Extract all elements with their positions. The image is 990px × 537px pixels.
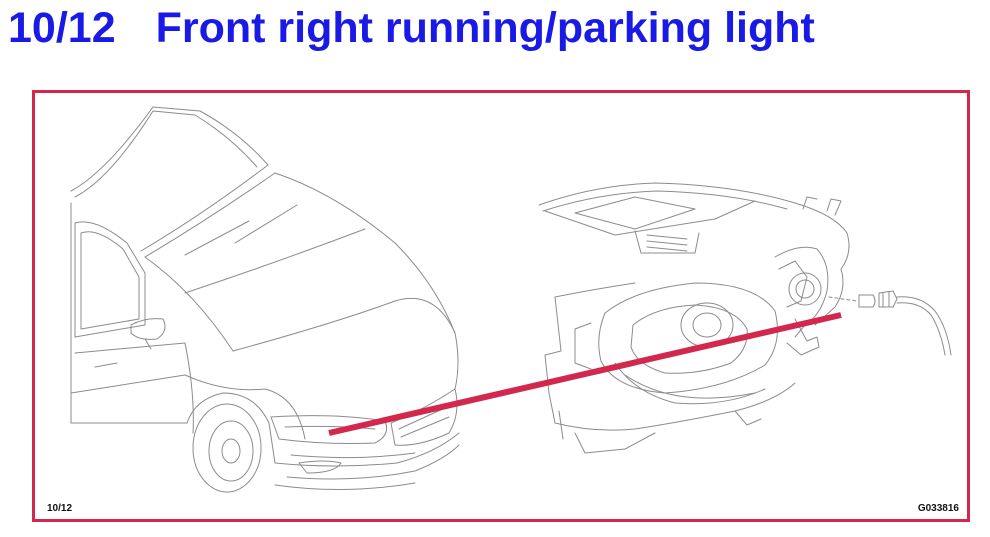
figure-step-label: 10/12: [47, 503, 73, 514]
page-title: 10/12 Front right running/parking light: [8, 2, 815, 54]
headlamp-assembly-illustration: [538, 182, 952, 454]
figure-id-label: G033816: [917, 503, 959, 514]
callout-pointer-line: [328, 312, 842, 436]
illustration-frame: 10/12 G033816: [32, 90, 970, 522]
illustration: [70, 106, 952, 493]
step-counter: 10/12: [8, 4, 116, 52]
procedure-title: Front right running/parking light: [155, 4, 815, 52]
car-illustration: [70, 106, 460, 493]
